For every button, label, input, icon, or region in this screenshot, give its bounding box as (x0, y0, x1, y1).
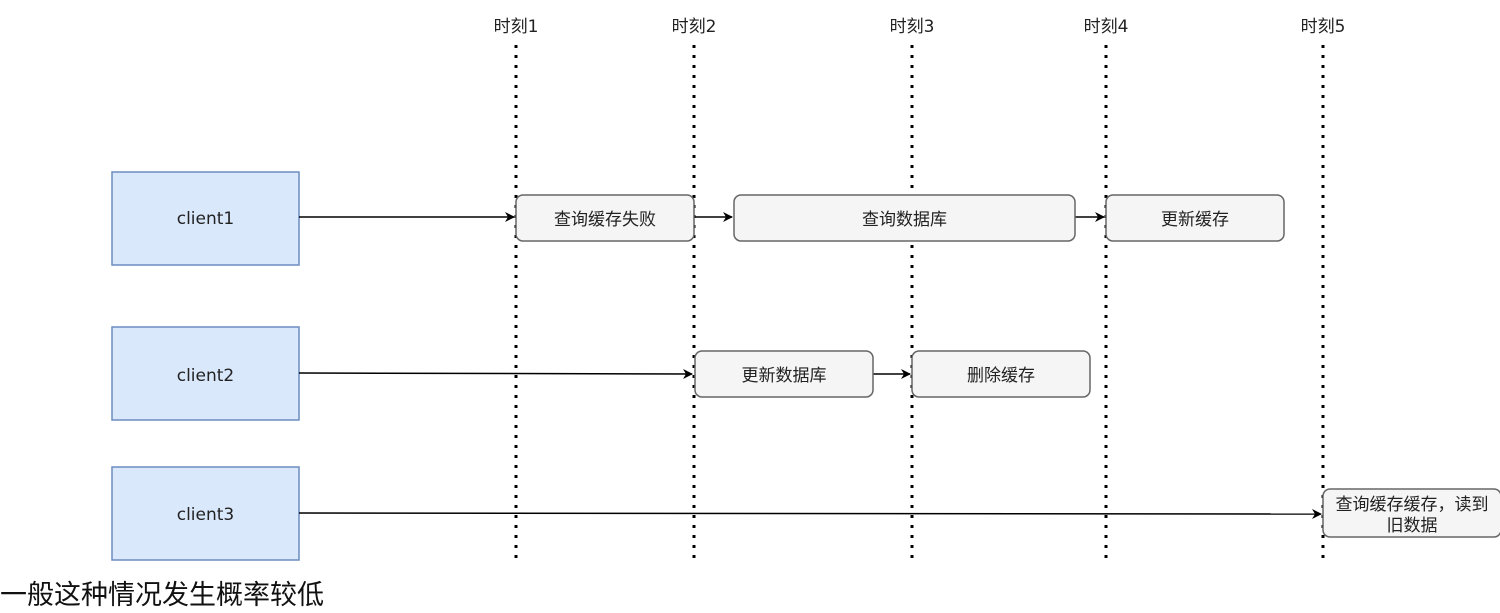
timeline-label-5: 时刻5 (1301, 17, 1346, 37)
caption: 一般这种情况发生概率较低 (0, 580, 324, 611)
client3-step-read-stale: 查询缓存缓存，读到 旧数据 (1322, 488, 1500, 538)
timeline-label-1: 时刻1 (494, 17, 539, 37)
client1-node: client1 (111, 171, 300, 266)
timeline-label-3: 时刻3 (890, 17, 935, 37)
client1-step-1-label: 查询缓存失败 (554, 210, 656, 230)
client2-step-update-db: 更新数据库 (694, 350, 874, 398)
client2-step-delete-cache: 删除缓存 (911, 350, 1091, 398)
client3-step-line-1: 查询缓存缓存，读到 (1336, 495, 1489, 515)
client2-step-2-label: 删除缓存 (967, 366, 1035, 386)
client2-step-1-label: 更新数据库 (742, 366, 827, 386)
client3-node: client3 (111, 466, 300, 561)
client2-node: client2 (111, 326, 300, 421)
client1-step-3-label: 更新缓存 (1161, 210, 1229, 230)
client3-step-line-2: 旧数据 (1387, 516, 1438, 536)
client1-step-query-cache-fail: 查询缓存失败 (515, 194, 695, 242)
arrow-client3-to-step1 (298, 508, 1322, 519)
client1-step-query-db: 查询数据库 (733, 194, 1076, 242)
client2-label: client2 (177, 366, 235, 386)
timeline-label-2: 时刻2 (672, 17, 717, 37)
arrow-client2-to-step1 (298, 368, 693, 379)
client1-step-update-cache: 更新缓存 (1105, 194, 1285, 242)
client3-label: client3 (177, 505, 235, 525)
client1-step-2-label: 查询数据库 (862, 210, 947, 230)
timeline-label-4: 时刻4 (1084, 17, 1129, 37)
client1-label: client1 (177, 209, 235, 229)
